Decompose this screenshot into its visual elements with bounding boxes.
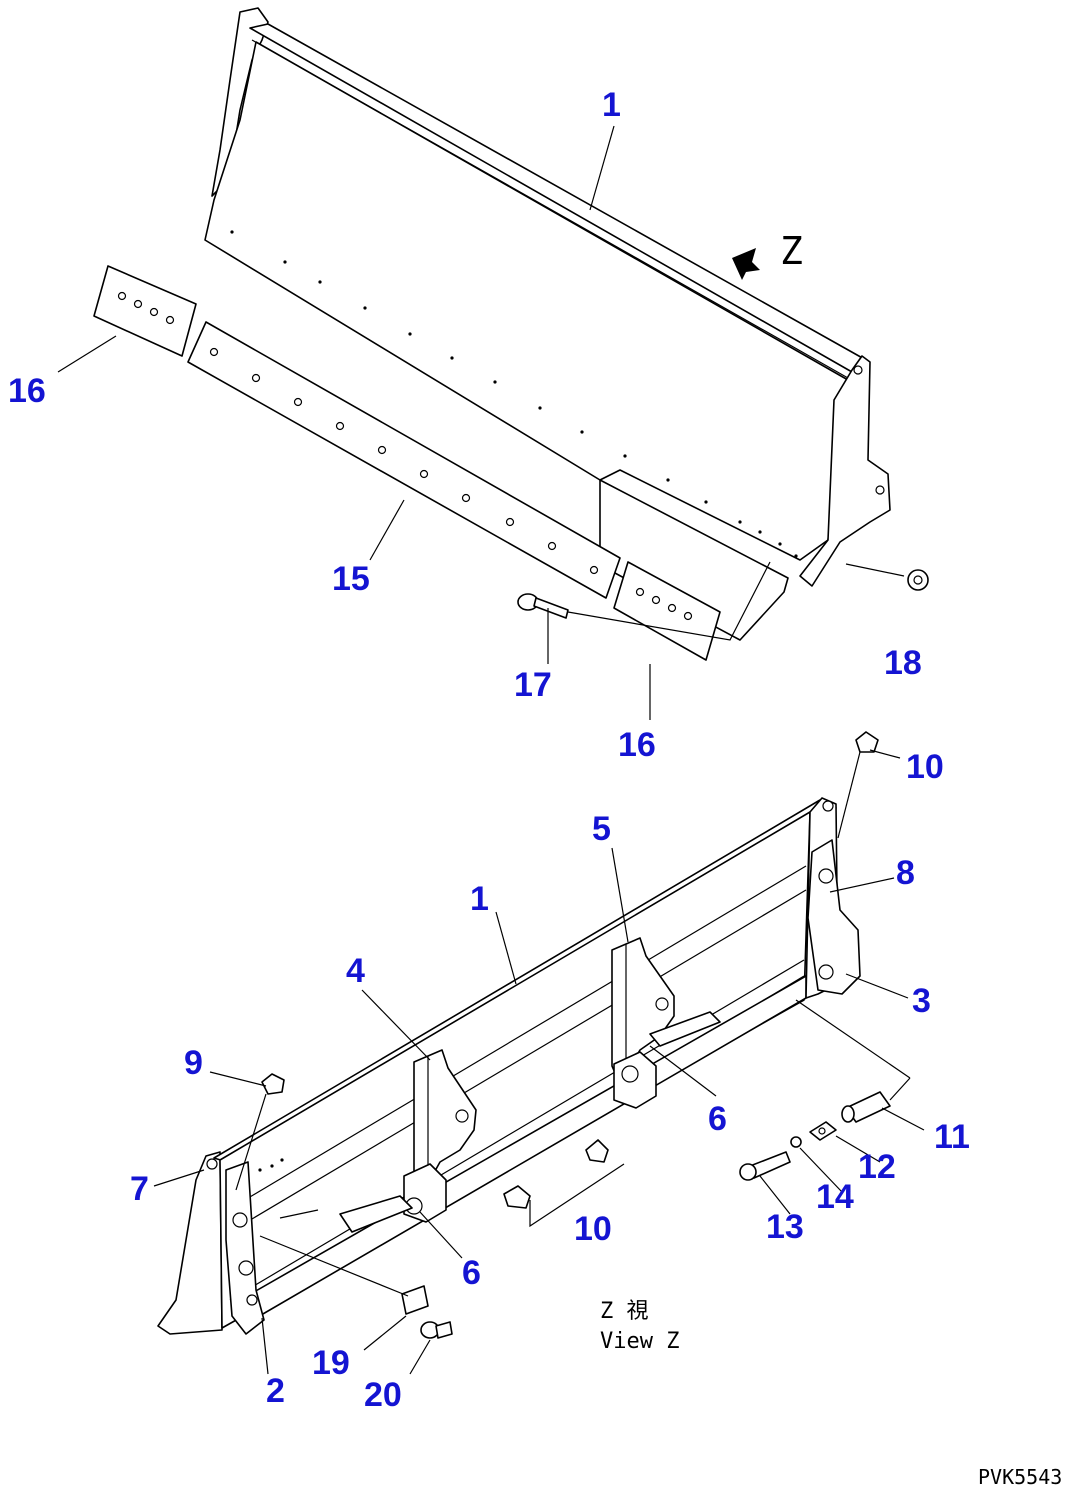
hardware-parts bbox=[261, 731, 891, 1339]
end-bit-right bbox=[613, 561, 721, 661]
callout-1-bottom: 1 bbox=[470, 880, 489, 918]
callout-5: 5 bbox=[592, 810, 611, 848]
callout-14: 14 bbox=[816, 1178, 854, 1216]
callout-1-top: 1 bbox=[602, 86, 621, 124]
callouts: 1 16 15 17 16 18 10 5 8 1 4 3 9 6 11 7 1… bbox=[8, 86, 970, 1414]
drawing-code: PVK5543 bbox=[978, 1465, 1062, 1489]
view-caption-line1: Z 視 bbox=[600, 1299, 649, 1324]
moldboard-bolt-holes bbox=[230, 230, 798, 558]
callout-8: 8 bbox=[896, 854, 915, 892]
callout-16-left: 16 bbox=[8, 372, 46, 410]
blade-rear-view bbox=[157, 797, 861, 1335]
callout-13: 13 bbox=[766, 1208, 804, 1246]
callout-18: 18 bbox=[884, 644, 922, 682]
nut bbox=[907, 569, 929, 591]
callout-20: 20 bbox=[364, 1376, 402, 1414]
view-marker: Z bbox=[780, 229, 803, 273]
callout-12: 12 bbox=[858, 1148, 896, 1186]
callout-15: 15 bbox=[332, 560, 370, 598]
callout-16-right: 16 bbox=[618, 726, 656, 764]
callout-10-bottom: 10 bbox=[574, 1210, 612, 1248]
end-bit-left bbox=[93, 265, 197, 357]
plow-bolt bbox=[517, 593, 569, 619]
callout-10-top: 10 bbox=[906, 748, 944, 786]
callout-7: 7 bbox=[130, 1170, 149, 1208]
callout-17: 17 bbox=[514, 666, 552, 704]
blade-front-view: Z bbox=[204, 7, 891, 641]
callout-6-left: 6 bbox=[462, 1254, 481, 1292]
callout-19: 19 bbox=[312, 1344, 350, 1382]
callout-11: 11 bbox=[934, 1118, 970, 1156]
callout-9: 9 bbox=[184, 1044, 203, 1082]
leader-lines bbox=[57, 125, 925, 1375]
callout-2: 2 bbox=[266, 1372, 285, 1410]
view-caption-line2: View Z bbox=[600, 1329, 679, 1354]
cutting-edge bbox=[187, 321, 621, 599]
callout-3: 3 bbox=[912, 982, 931, 1020]
callout-6-right: 6 bbox=[708, 1100, 727, 1138]
callout-4: 4 bbox=[346, 952, 365, 990]
